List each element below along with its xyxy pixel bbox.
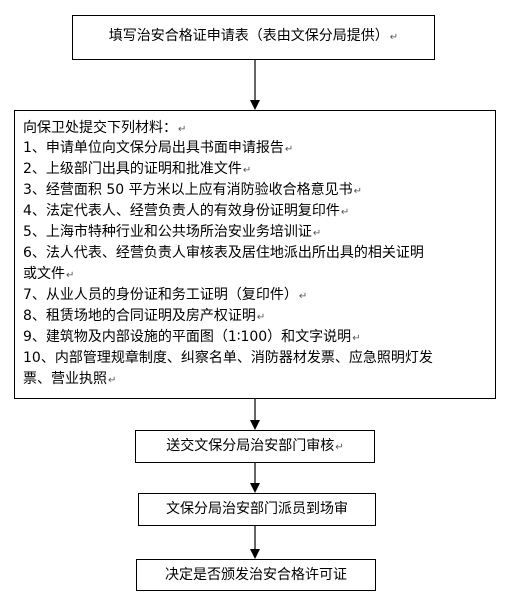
materials-list-box: 向保卫处提交下列材料：↵ 1、申请单位向文保分局出具书面申请报告↵ 2、上级部门… xyxy=(14,110,496,399)
paragraph-mark-icon: ↵ xyxy=(312,228,322,239)
paragraph-mark-icon: ↵ xyxy=(335,442,344,453)
material-item: 4、法定代表人、经营负责人的有效身份证明复印件↵ xyxy=(23,203,350,219)
flow-arrow-3 xyxy=(250,463,260,493)
paragraph-mark-icon: ↵ xyxy=(340,207,350,218)
paragraph-mark-icon: ↵ xyxy=(108,375,117,386)
step-license-decision-box: 决定是否颁发治安合格许可证 xyxy=(136,559,376,591)
step-onsite-inspection-box: 文保分局治安部门派员到场审 xyxy=(138,493,376,526)
material-item: 7、从业人员的身份证和务工证明（复印件）↵ xyxy=(23,287,308,303)
material-item: 8、租赁场地的合同证明及房产权证明↵ xyxy=(23,308,266,324)
material-item-continued: 或文件↵ xyxy=(23,266,75,282)
material-item: 5、上海市特种行业和公共场所治安业务培训证↵ xyxy=(23,224,322,240)
material-item: 10、内部管理规章制度、纠察名单、消防器材发票、应急照明灯发 xyxy=(23,350,433,366)
paragraph-mark-icon: ↵ xyxy=(298,291,308,302)
paragraph-mark-icon: ↵ xyxy=(256,312,266,323)
material-item: 3、经营面积 50 平方米以上应有消防验收合格意见书↵ xyxy=(23,182,363,198)
step-license-decision-text: 决定是否颁发治安合格许可证 xyxy=(165,567,347,583)
materials-title: 向保卫处提交下列材料：↵ xyxy=(23,120,187,136)
paragraph-mark-icon: ↵ xyxy=(353,186,363,197)
step-apply-form-box: 填写治安合格证申请表（表由文保分局提供）↵ xyxy=(72,15,435,60)
flow-arrow-4 xyxy=(250,526,260,559)
flow-arrow-2 xyxy=(250,399,260,430)
paragraph-mark-icon: ↵ xyxy=(178,124,187,135)
material-item: 2、上级部门出具的证明和批准文件↵ xyxy=(23,161,252,177)
material-item: 9、建筑物及内部设施的平面图（1∶100）和文字说明↵ xyxy=(23,329,361,345)
paragraph-mark-icon: ↵ xyxy=(389,32,399,43)
flow-arrow-1 xyxy=(250,60,260,110)
material-item: 6、法人代表、经营负责人审核表及居住地派出所出具的相关证明 xyxy=(23,245,424,261)
step-submit-review-text: 送交文保分局治安部门审核 xyxy=(166,438,335,454)
material-item: 1、申请单位向文保分局出具书面申请报告↵ xyxy=(23,140,294,156)
paragraph-mark-icon: ↵ xyxy=(352,333,361,344)
paragraph-mark-icon: ↵ xyxy=(66,270,75,281)
paragraph-mark-icon: ↵ xyxy=(284,144,294,155)
paragraph-mark-icon: ↵ xyxy=(242,165,252,176)
material-item-continued: 票、营业执照↵ xyxy=(23,371,117,387)
step-onsite-inspection-text: 文保分局治安部门派员到场审 xyxy=(166,501,348,517)
step-apply-form-text: 填写治安合格证申请表（表由文保分局提供） xyxy=(108,28,389,44)
step-submit-review-box: 送交文保分局治安部门审核↵ xyxy=(135,430,375,463)
